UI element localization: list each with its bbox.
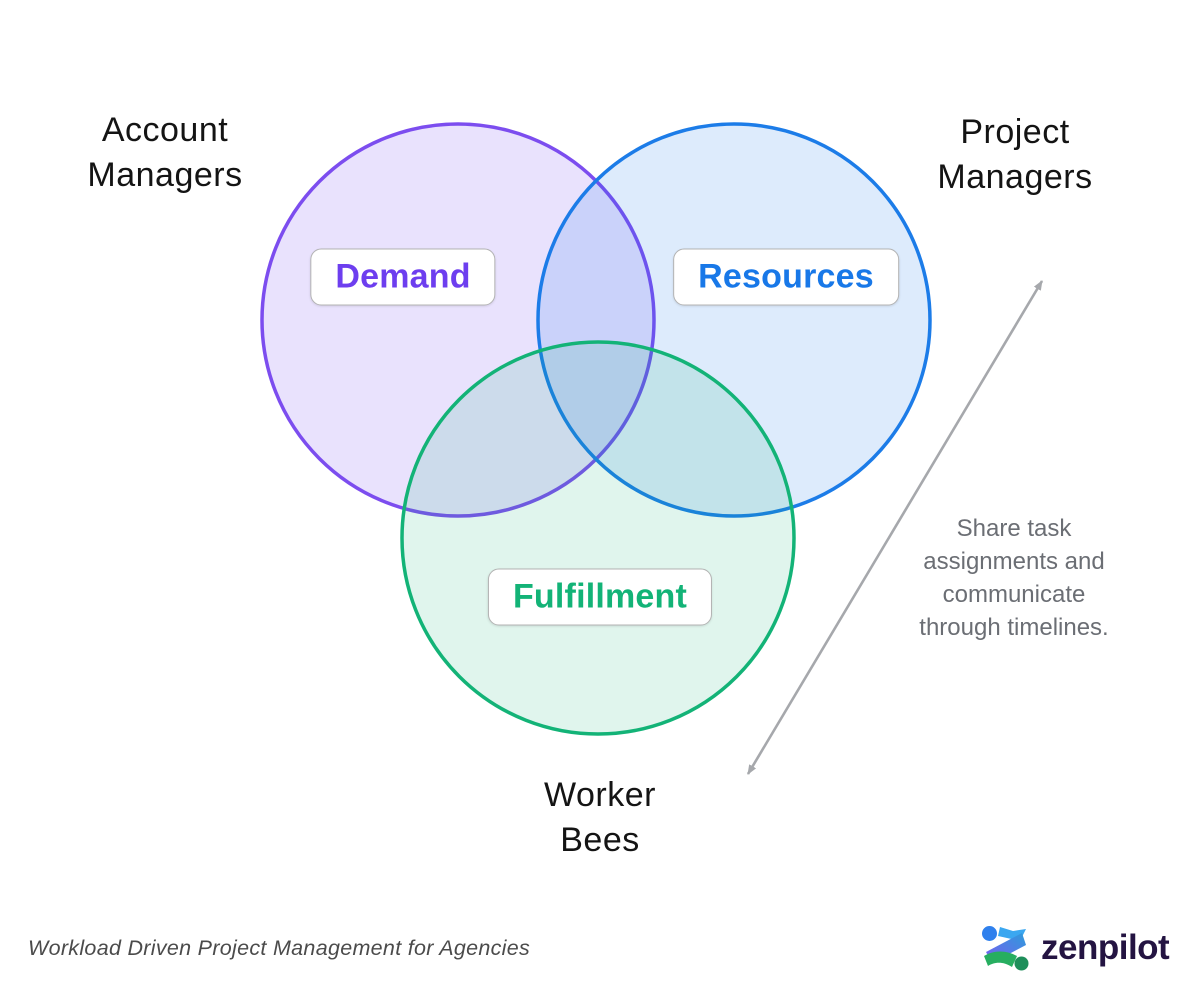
group-label-line: Project <box>960 113 1070 151</box>
zenpilot-logo-icon <box>982 926 1029 971</box>
annotation-line: through timelines. <box>919 614 1109 641</box>
group-label-project-managers: Project Managers <box>937 110 1092 200</box>
fulfillment-chip: Fulfillment <box>487 568 713 626</box>
resources-chip: Resources <box>673 248 899 306</box>
group-label-worker-bees: Worker Bees <box>544 773 656 863</box>
footer-tagline: Workload Driven Project Management for A… <box>28 936 531 960</box>
fulfillment-circle <box>400 340 796 736</box>
group-label-line: Managers <box>87 156 243 194</box>
zenpilot-wordmark: zenpilot <box>1041 928 1170 967</box>
group-label-line: Account <box>101 111 229 149</box>
group-label-account-managers: Account Managers <box>87 108 242 198</box>
zenpilot-brand: zenpilot <box>980 922 1170 974</box>
group-label-line: Worker <box>544 776 656 814</box>
annotation-line: communicate <box>942 581 1086 608</box>
demand-circle <box>260 122 656 518</box>
arrow-annotation: Share task assignments and communicate t… <box>919 512 1108 644</box>
group-label-line: Managers <box>937 158 1093 196</box>
group-label-line: Bees <box>560 821 640 859</box>
double-headed-diagonal-arrow-icon <box>746 280 1044 775</box>
annotation-line: Share task <box>956 515 1072 542</box>
demand-chip: Demand <box>310 248 496 306</box>
annotation-line: assignments and <box>923 548 1105 575</box>
